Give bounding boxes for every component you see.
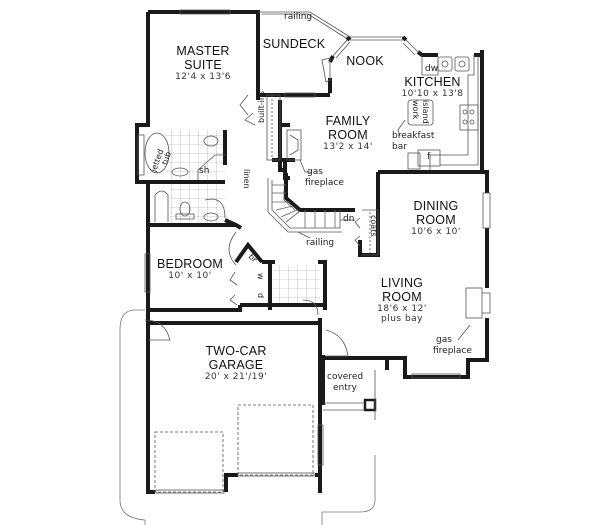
room-dimensions: 10'10 x 13'8 [401, 89, 464, 99]
room-sundeck: SUNDECK [262, 37, 326, 51]
room-dimensions: 18'6 x 12' [377, 304, 427, 314]
room-name: ROOM [382, 290, 422, 304]
room-name: SUITE [184, 58, 222, 72]
room-kitchen: KITCHEN 10'10 x 13'8 [400, 75, 465, 99]
room-name: KITCHEN [404, 75, 461, 89]
room-living: LIVING ROOM 18'6 x 12' plus bay [372, 276, 432, 324]
room-family: FAMILY ROOM 13'2 x 14' [318, 114, 378, 152]
room-bedroom: BEDROOM 10' x 10' [155, 257, 225, 281]
note-breakfast: breakfast [392, 131, 435, 141]
note-fireplace-family: fireplace [305, 178, 344, 188]
room-garage: TWO-CAR GARAGE 20' x 21'/19' [198, 344, 274, 382]
note-dryer: d [256, 293, 265, 299]
room-name: GARAGE [208, 358, 264, 372]
room-name: BEDROOM [157, 257, 223, 271]
note-built-ins: built-ins [257, 90, 266, 123]
note-gas-family: gas [307, 167, 323, 177]
room-dimensions: 10'6 x 10' [411, 227, 461, 237]
note-dn: dn [343, 214, 355, 224]
note-linen: linen [242, 169, 251, 189]
room-name: LIVING [380, 276, 424, 290]
driveway-outline [119, 309, 376, 525]
note-railing-sundeck: railing [284, 12, 313, 22]
room-name: MASTER [176, 44, 230, 58]
note-fridge: f [427, 152, 431, 162]
room-dimensions: 20' x 21'/19' [204, 372, 268, 382]
room-extra: plus bay [380, 314, 424, 325]
note-railing-stair: railing [306, 238, 335, 248]
room-dimensions: 12'4 x 13'6 [175, 72, 231, 82]
note-dw: dw [425, 64, 439, 74]
detail-lines [137, 9, 491, 494]
room-name: TWO-CAR [205, 344, 267, 358]
note-coats: coats [369, 215, 378, 237]
room-name: DINING [413, 199, 459, 213]
note-washer: w [256, 273, 265, 280]
room-name: FAMILY [325, 114, 371, 128]
room-name: SUNDECK [262, 37, 326, 51]
note-fireplace-living: fireplace [433, 346, 472, 356]
note-work: work [411, 100, 420, 120]
note-gas-living: gas [436, 335, 452, 345]
room-name: NOOK [346, 54, 384, 68]
note-covered: covered [327, 372, 364, 382]
note-shower: sh [199, 166, 210, 176]
room-dimensions: 10' x 10' [168, 271, 212, 281]
note-bar: bar [392, 142, 407, 152]
room-dining: DINING ROOM 10'6 x 10' [408, 199, 464, 237]
room-name: ROOM [416, 213, 456, 227]
room-nook: NOOK [345, 54, 385, 68]
note-entry: entry [333, 383, 357, 393]
room-master-suite: MASTER SUITE 12'4 x 13'6 [168, 44, 238, 82]
note-island: island [421, 100, 430, 124]
room-dimensions: 13'2 x 14' [323, 142, 373, 152]
room-name: ROOM [328, 128, 368, 142]
